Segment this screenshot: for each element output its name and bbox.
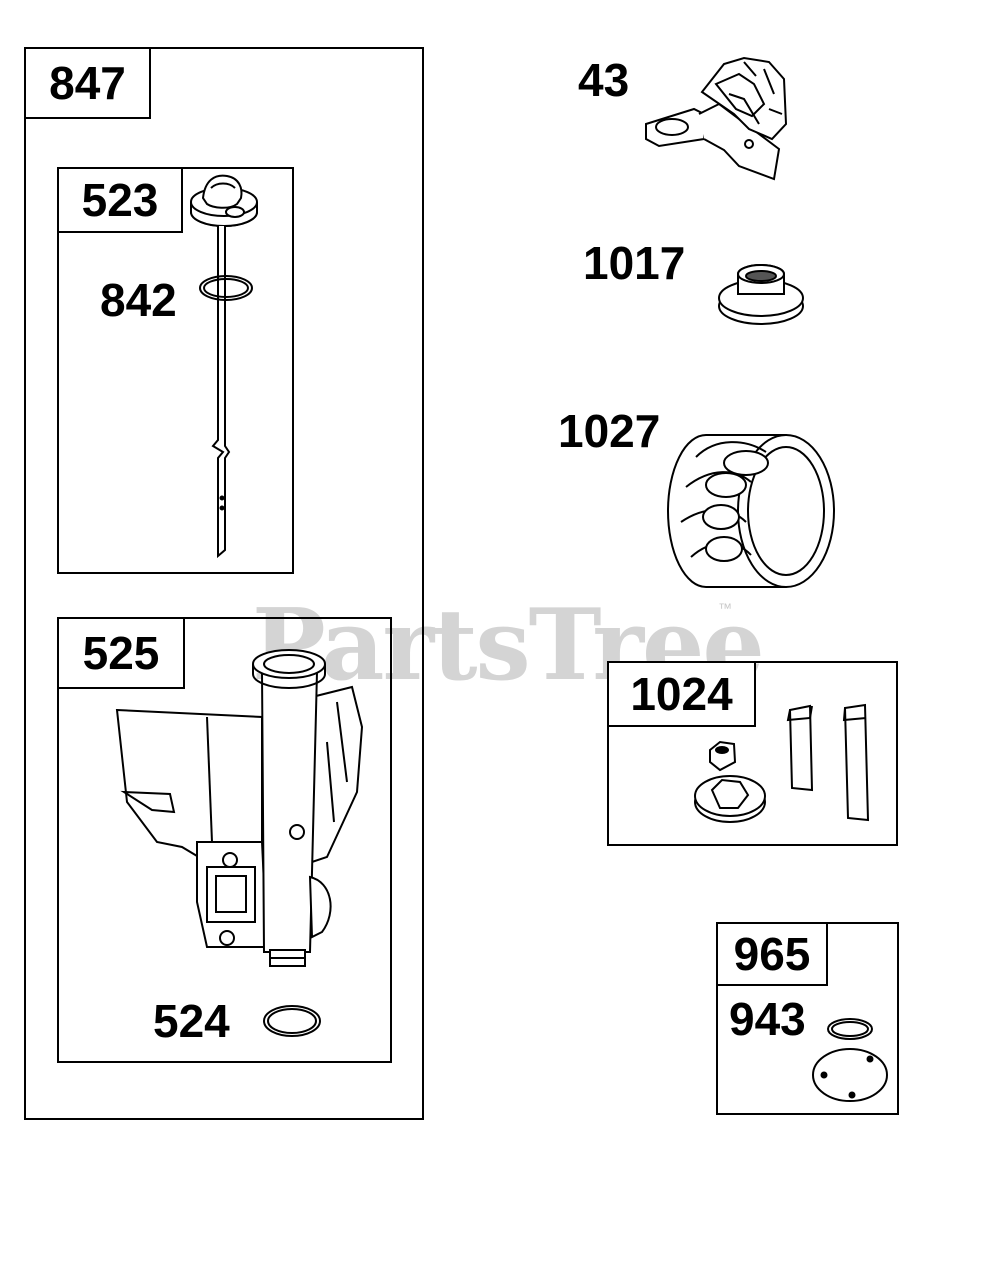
group-965-box: 965	[716, 922, 899, 1115]
part-label-1017: 1017	[583, 237, 686, 289]
drain-plug-kit-icon	[694, 703, 870, 823]
part-label-943: 943	[729, 993, 806, 1045]
group-1024-tag: 1024	[609, 663, 756, 727]
part-label-1027: 1027	[558, 405, 661, 457]
o-ring-524-icon	[263, 1005, 321, 1037]
group-525-tag: 525	[59, 619, 185, 689]
group-525-box: 525	[57, 617, 392, 1063]
o-ring-842-icon	[199, 275, 253, 301]
group-847-box: 847	[24, 47, 424, 1120]
gasket-943-icon	[812, 1018, 888, 1102]
oil-filter-1027-icon	[667, 434, 835, 588]
part-label-43: 43	[578, 54, 630, 106]
group-523-tag: 523	[59, 169, 183, 233]
bracket-43-icon	[645, 56, 788, 181]
part-label-842: 842	[100, 274, 177, 326]
group-1024-box: 1024	[607, 661, 898, 846]
part-label-524: 524	[153, 995, 230, 1047]
breather-1017-icon	[718, 264, 804, 325]
group-847-tag: 847	[26, 49, 151, 119]
oil-fill-tube-icon	[115, 649, 364, 967]
group-523-box: 523	[57, 167, 294, 574]
dipstick-icon	[190, 174, 258, 559]
group-965-tag: 965	[718, 924, 828, 986]
watermark-trademark: ™	[718, 600, 732, 616]
